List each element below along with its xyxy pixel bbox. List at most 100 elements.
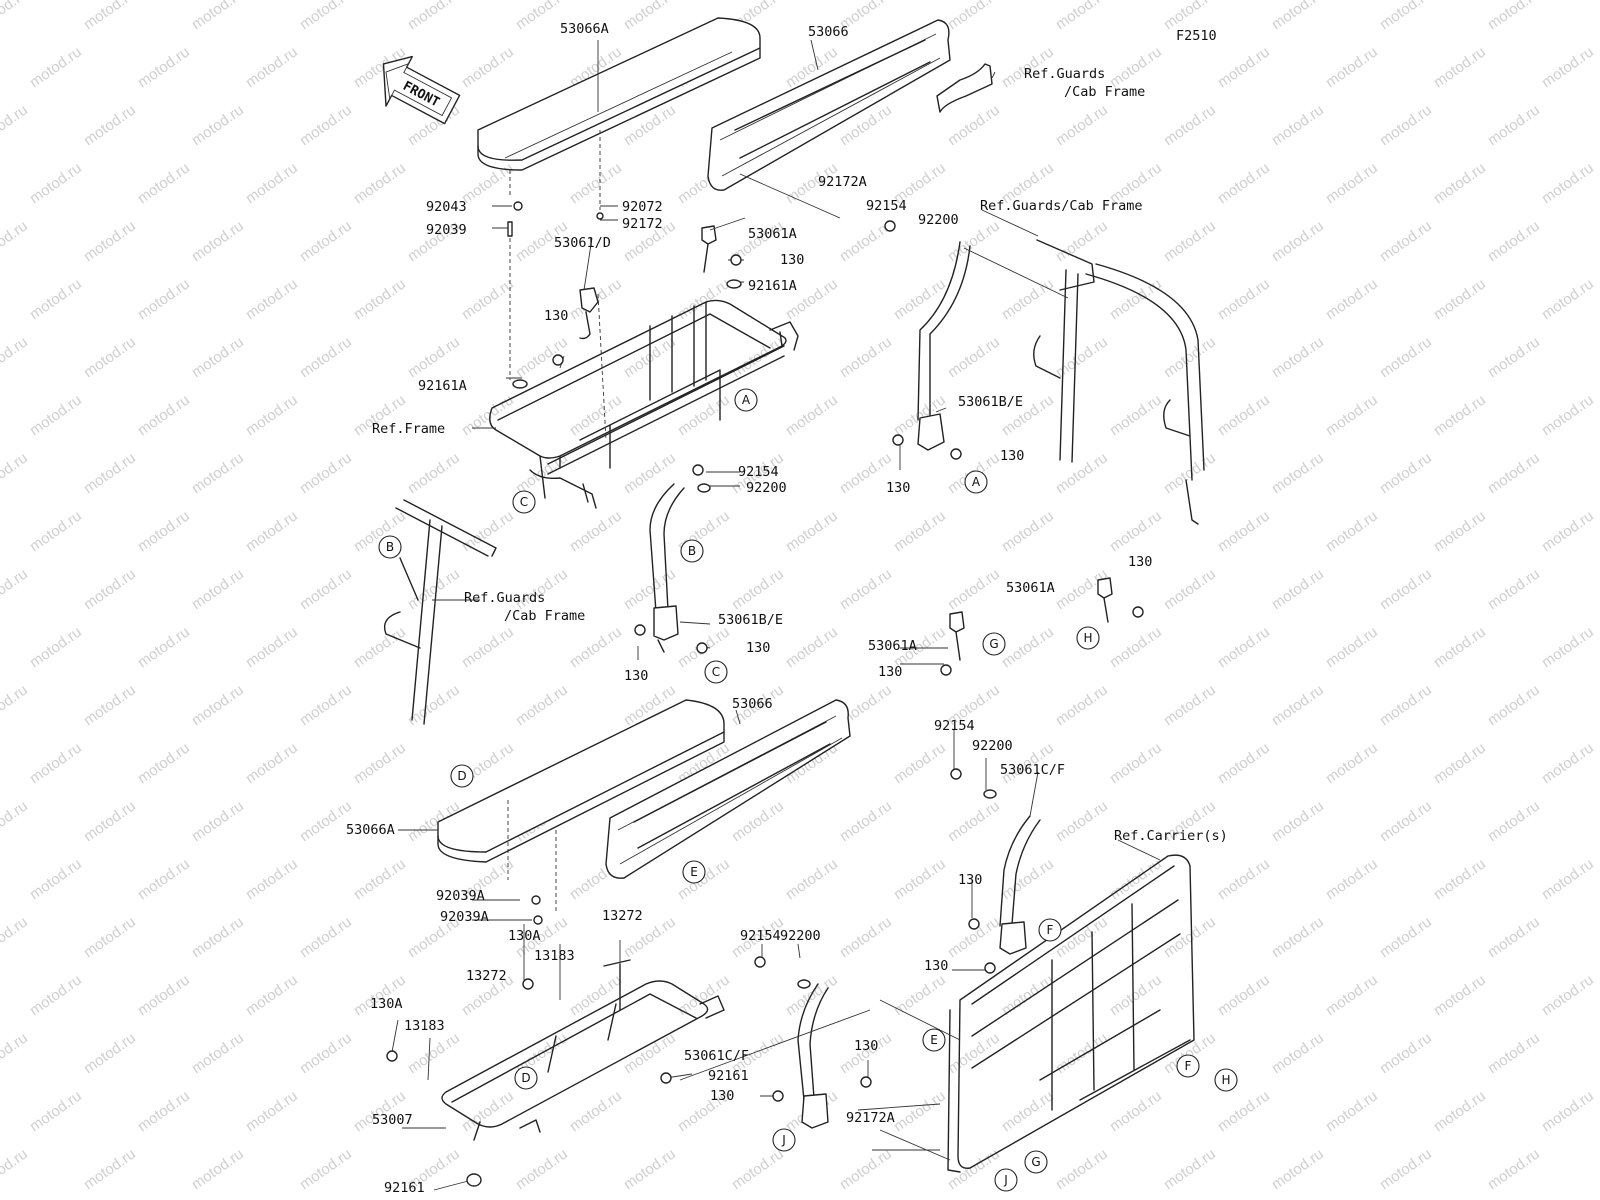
watermark-text: motod.ru [999, 623, 1057, 671]
watermark-text: motod.ru [513, 681, 571, 729]
watermark-text: motod.ru [783, 507, 841, 555]
label-130-mid3: 130 [878, 664, 902, 680]
watermark-text: motod.ru [675, 855, 733, 903]
watermark-text: motod.ru [1485, 1029, 1543, 1077]
watermark-text: motod.ru [0, 101, 31, 149]
watermark-text: motod.ru [1431, 391, 1489, 439]
watermark-text: motod.ru [0, 1029, 31, 1077]
watermark-text: motod.ru [1323, 275, 1381, 323]
watermark-text: motod.ru [1161, 681, 1219, 729]
watermark-text: motod.ru [567, 159, 625, 207]
watermark-text: motod.ru [81, 449, 139, 497]
watermark-text: motod.ru [1431, 971, 1489, 1019]
watermark-text: motod.ru [1053, 0, 1111, 33]
watermark-text: motod.ru [351, 855, 409, 903]
label-92172A-b: 92172A [846, 1110, 895, 1126]
watermark-text: motod.ru [1269, 0, 1327, 33]
watermark-text: motod.ru [945, 333, 1003, 381]
hardware-fasteners [386, 201, 1144, 1187]
label-92200-b1: 92200 [972, 738, 1013, 754]
watermark-text: motod.ru [1323, 855, 1381, 903]
seatbelt-53061BE-right [917, 241, 1069, 451]
label-53061CF-b2: 53061C/F [684, 1048, 749, 1064]
watermark-text: motod.ru [621, 1145, 679, 1193]
watermark-text: motod.ru [513, 1145, 571, 1193]
label-92039A-2: 92039A [440, 909, 489, 925]
watermark-text: motod.ru [1215, 391, 1273, 439]
watermark-text: motod.ru [1323, 1087, 1381, 1135]
watermark-text: motod.ru [1269, 449, 1327, 497]
watermark-text: motod.ru [1053, 913, 1111, 961]
watermark-text: motod.ru [405, 449, 463, 497]
callout-letter-f: F [1047, 923, 1054, 937]
watermark-text: motod.ru [189, 1145, 247, 1193]
watermark-text: motod.ru [837, 333, 895, 381]
callout-circle-g [982, 632, 1006, 656]
label-ref-guards-3a: Ref.Guards [464, 590, 545, 606]
watermark-text: motod.ru [297, 565, 355, 613]
watermark-text: motod.ru [243, 275, 301, 323]
watermark-text: motod.ru [837, 797, 895, 845]
watermark-text: motod.ru [1053, 681, 1111, 729]
watermark-text: motod.ru [27, 623, 85, 671]
watermark-text: motod.ru [1323, 623, 1381, 671]
watermark-text: motod.ru [1539, 391, 1597, 439]
watermark-text: motod.ru [1377, 0, 1435, 33]
label-53061D: 53061/D [554, 235, 611, 251]
callout-circle-b [680, 539, 704, 563]
watermark-text: motod.ru [1107, 275, 1165, 323]
seatbelt-53061BE-mid [649, 483, 685, 653]
watermark-text: motod.ru [1215, 971, 1273, 1019]
watermark-text: motod.ru [459, 275, 517, 323]
callout-circle-b [378, 535, 402, 559]
watermark-text: motod.ru [297, 449, 355, 497]
callout-circle-g [1024, 1150, 1048, 1174]
watermark-text: motod.ru [243, 971, 301, 1019]
watermark-text: motod.ru [135, 507, 193, 555]
callout-circle-j [994, 1168, 1018, 1192]
watermark-text: motod.ru [27, 275, 85, 323]
watermark-text: motod.ru [891, 739, 949, 787]
watermark-text: motod.ru [189, 333, 247, 381]
watermark-text: motod.ru [135, 971, 193, 1019]
watermark-text: motod.ru [297, 217, 355, 265]
top-seat-frame [489, 299, 799, 509]
watermark-text: motod.ru [81, 797, 139, 845]
watermark-text: motod.ru [1269, 217, 1327, 265]
watermark-text: motod.ru [0, 449, 31, 497]
watermark-text: motod.ru [459, 159, 517, 207]
label-92072: 92072 [622, 199, 663, 215]
label-92172A-top: 92172A [818, 174, 867, 190]
watermark-text: motod.ru [405, 0, 463, 33]
watermark-text: motod.ru [135, 275, 193, 323]
watermark-text: motod.ru [1269, 1145, 1327, 1193]
front-arrow-icon: FRONT [382, 55, 461, 125]
watermark-text: motod.ru [891, 971, 949, 1019]
watermark-text: motod.ru [1107, 1087, 1165, 1135]
callout-letter-g: G [989, 637, 998, 651]
label-ref-guards-1a: Ref.Guards [1024, 66, 1105, 82]
watermark-text: motod.ru [1161, 913, 1219, 961]
watermark-text: motod.ru [1269, 333, 1327, 381]
watermark-text: motod.ru [1485, 449, 1543, 497]
bottom-seat-cushion [437, 699, 725, 863]
label-13272-b: 13272 [466, 968, 507, 984]
callout-letter-f: F [1185, 1059, 1192, 1073]
watermark-text: motod.ru [189, 797, 247, 845]
watermark-text: motod.ru [1377, 1145, 1435, 1193]
watermark-text: motod.ru [945, 0, 1003, 33]
label-ref-carriers: Ref.Carrier(s) [1114, 828, 1228, 844]
watermark-text: motod.ru [1215, 275, 1273, 323]
watermark-text: motod.ru [1053, 1029, 1111, 1077]
watermark-text: motod.ru [459, 1087, 517, 1135]
seatbelt-buckle-53061D [579, 287, 599, 340]
callout-letter-a: A [742, 393, 751, 407]
watermark-text: motod.ru [999, 275, 1057, 323]
label-13183-b: 13183 [404, 1018, 445, 1034]
label-92154-mid: 92154 [738, 464, 779, 480]
callout-circle-h [1076, 626, 1100, 650]
watermark-text: motod.ru [1161, 101, 1219, 149]
watermark-text: motod.ru [459, 43, 517, 91]
label-130-b3: 130 [854, 1038, 878, 1054]
